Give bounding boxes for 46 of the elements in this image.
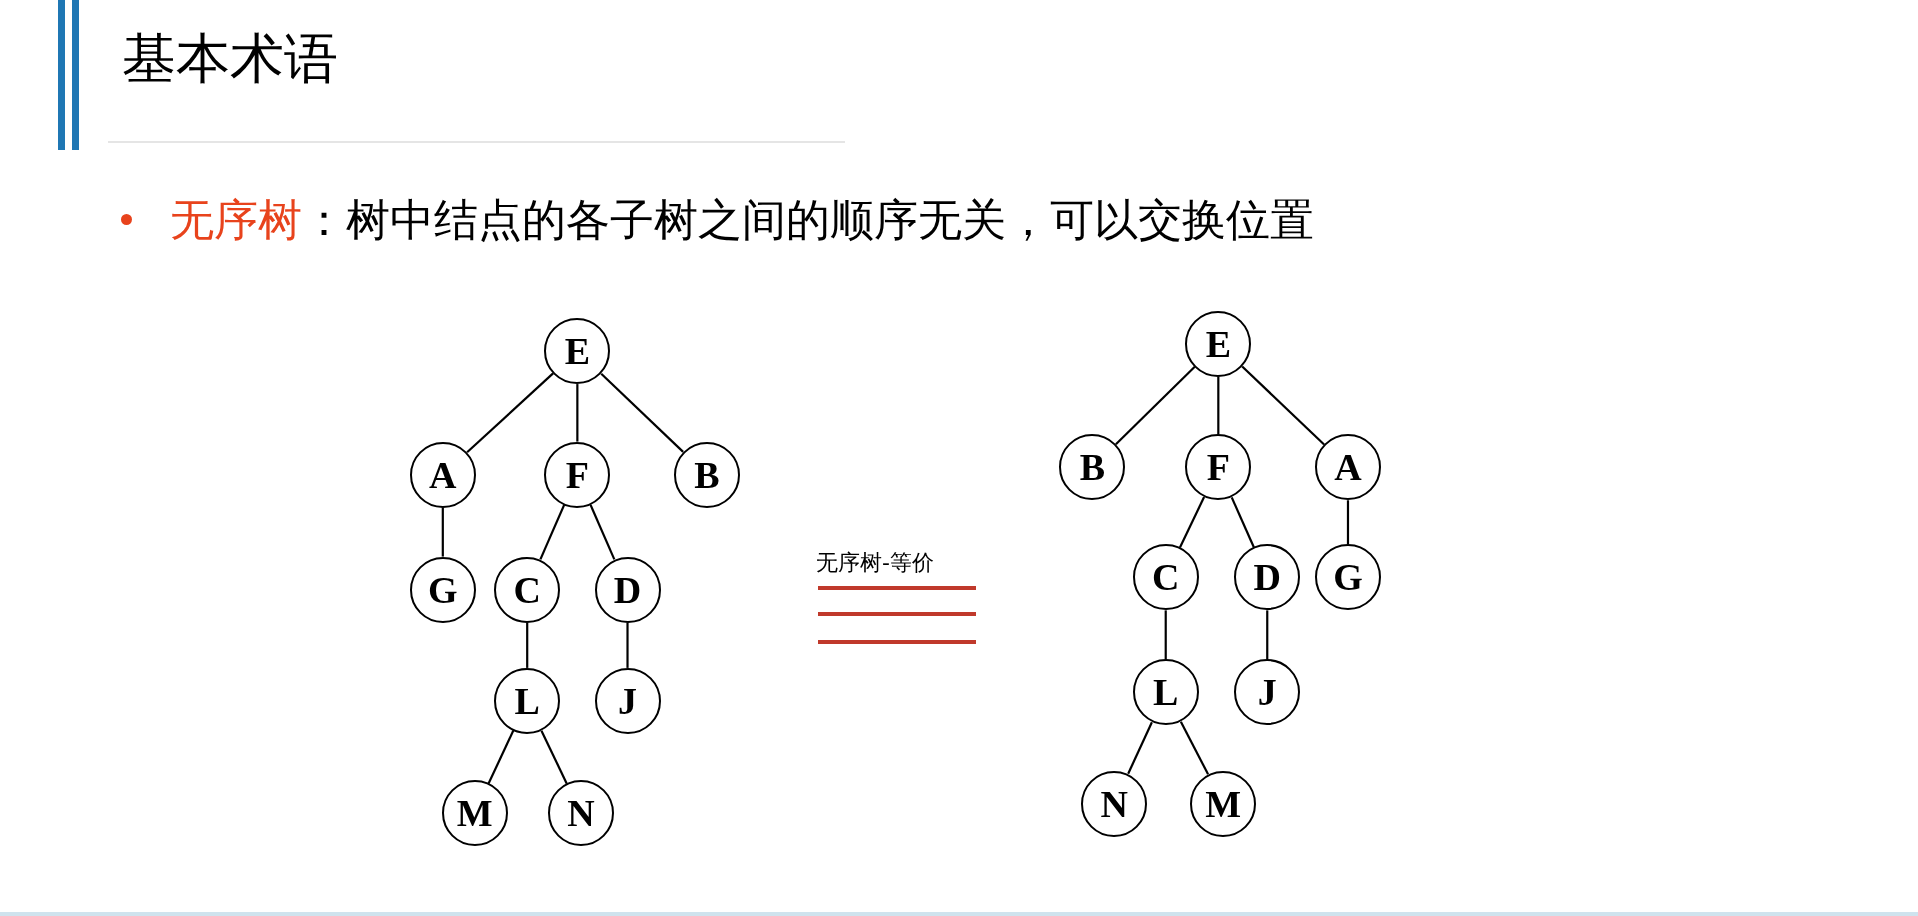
tree-edge — [589, 504, 616, 560]
equivalence-label: 无序树-等价 — [816, 549, 934, 577]
tree-node-circle: N — [1081, 770, 1148, 837]
tree-node-circle: G — [409, 556, 476, 623]
tree-node-circle: A — [409, 441, 476, 508]
tree-node-circle: E — [544, 318, 611, 385]
tree-edge — [1164, 610, 1167, 660]
tree-edge — [441, 507, 444, 557]
tree-edge — [626, 622, 629, 668]
tree-node-circle: M — [441, 780, 508, 847]
tree-node-circle: E — [1185, 310, 1252, 377]
tree-node-circle: G — [1314, 544, 1381, 611]
tree-node-circle: A — [1314, 434, 1381, 501]
tree-edge — [1241, 365, 1325, 446]
tree-edge — [1127, 721, 1153, 775]
tree-edge — [540, 730, 568, 785]
tree-edge — [1115, 366, 1196, 445]
tree-edge — [1179, 721, 1210, 775]
tree-node-circle: J — [1234, 659, 1301, 726]
tree-node-circle: F — [544, 441, 611, 508]
tree-edge — [466, 372, 554, 454]
tree-node-circle: M — [1190, 770, 1257, 837]
tree-node-circle: C — [494, 556, 561, 623]
definition-text: ：树中结点的各子树之间的顺序无关，可以交换位置 — [302, 193, 1314, 247]
tree-node-circle: J — [594, 667, 661, 734]
tree-node-circle: B — [674, 441, 740, 508]
tree-node-circle: B — [1059, 434, 1126, 501]
tree-edge — [600, 373, 684, 453]
tree-node-circle: D — [1234, 544, 1301, 611]
tree-node-circle: F — [1185, 434, 1252, 501]
tree-edge — [539, 504, 566, 560]
tree-edge — [1178, 496, 1206, 549]
tree-edge — [1230, 496, 1255, 548]
tree-edge — [1266, 610, 1269, 660]
tree-edge — [1346, 500, 1350, 545]
tree-edge — [526, 622, 529, 668]
tree-node-circle: N — [548, 780, 614, 847]
slide-title: 基本术语 — [122, 26, 338, 92]
tree-node-circle: L — [494, 667, 561, 734]
tree-node-circle: D — [594, 556, 661, 623]
tree-node-circle: L — [1132, 659, 1199, 726]
tree-edge — [576, 384, 579, 442]
term: 无序树 — [170, 193, 302, 247]
tree-node-circle: C — [1132, 544, 1199, 611]
tree-edge — [487, 730, 515, 784]
tree-edge — [1217, 376, 1220, 435]
